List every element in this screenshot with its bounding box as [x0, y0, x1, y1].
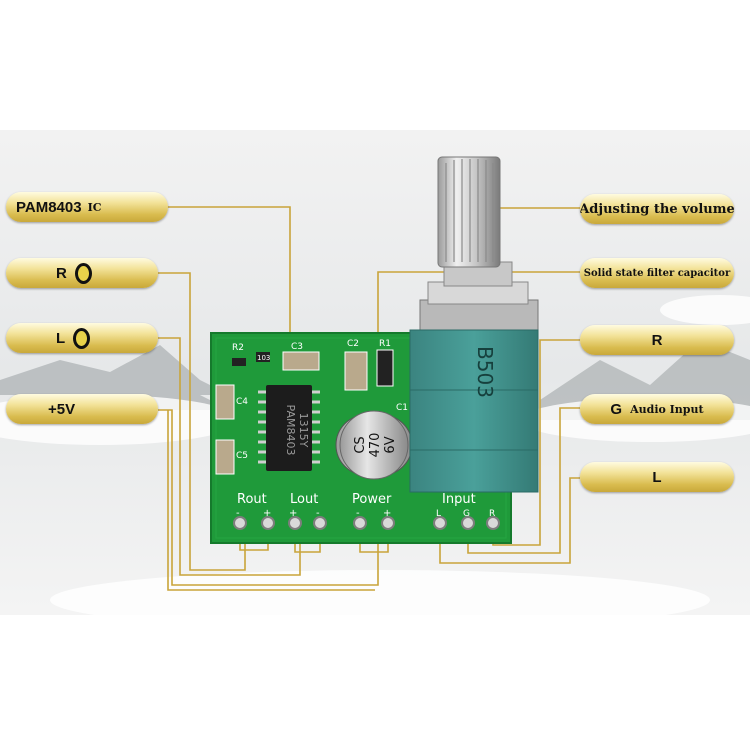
pad-rout-minus: [233, 516, 247, 530]
electrolytic-capacitor: CS 470 6V: [335, 410, 413, 480]
silk-lout: Lout: [290, 492, 318, 507]
silk-r1: R1: [379, 339, 391, 349]
label-left-output: L: [6, 323, 158, 353]
label-left-output-text: L: [56, 329, 66, 347]
silk-input: Input: [442, 492, 476, 507]
potentiometer: B503: [409, 156, 539, 493]
silk-plus-3: +: [383, 508, 391, 519]
pad-input-r: [486, 516, 500, 530]
label-pam8403-main: PAM8403: [16, 198, 82, 216]
capacitor-c2: [344, 351, 368, 391]
label-input-g-sub: Audio Input: [630, 402, 704, 416]
silk-minus-3: -: [356, 508, 360, 519]
silk-pin-l: L: [436, 509, 441, 519]
label-input-g: G Audio Input: [580, 394, 734, 424]
chip-marking-2: 1315Y: [297, 413, 310, 448]
resistor-r2: [232, 358, 246, 366]
label-right-output-text: R: [56, 264, 67, 282]
smd-components: [215, 349, 394, 475]
label-input-g-main: G: [610, 400, 623, 418]
silk-rout: Rout: [237, 492, 267, 507]
label-right-output: R: [6, 258, 158, 288]
label-filter-capacitor-text: Solid state filter capacitor: [583, 267, 731, 279]
label-input-r: R: [580, 325, 734, 355]
capacitor-c5: [215, 439, 235, 475]
cap-marking-2: 470: [368, 433, 383, 458]
silk-c3: C3: [291, 342, 303, 352]
pad-input-l: [433, 516, 447, 530]
solder-pads: [233, 516, 500, 530]
silk-pin-g: G: [463, 509, 470, 519]
silk-c2: C2: [347, 339, 359, 349]
silk-c4: C4: [236, 397, 248, 407]
jack-icon: [73, 327, 91, 349]
pad-lout-minus: [313, 516, 327, 530]
silk-minus-1: -: [236, 508, 240, 519]
pad-input-g: [461, 516, 475, 530]
label-pam8403-sub: IC: [87, 200, 102, 214]
silk-r2: R2: [232, 343, 244, 353]
silk-c5: C5: [236, 451, 248, 461]
volume-knob: [437, 156, 501, 268]
silk-minus-2: -: [316, 508, 320, 519]
label-pam8403-ic: PAM8403 IC: [6, 192, 168, 222]
silk-plus-1: +: [263, 508, 271, 519]
label-input-l-text: L: [652, 468, 662, 486]
resistor-r1: [376, 349, 394, 387]
silkscreen: R2 C3 C2 R1 C4 C5 C1 103 Rout Lout Power…: [232, 339, 495, 519]
pad-power-plus: [381, 516, 395, 530]
silk-pin-r: R: [489, 509, 495, 519]
pad-power-minus: [353, 516, 367, 530]
label-filter-capacitor: Solid state filter capacitor: [580, 258, 734, 288]
resistor-103: [256, 352, 270, 362]
pad-rout-plus: [261, 516, 275, 530]
cap-marking-3: 6V: [383, 436, 398, 453]
label-adjusting-volume-text: Adjusting the volume: [580, 201, 734, 217]
silk-power: Power: [352, 492, 392, 507]
silk-103: 103: [257, 354, 270, 362]
ic-chip: PAM8403 1315Y: [258, 385, 320, 471]
label-input-l: L: [580, 462, 734, 492]
jack-icon: [74, 262, 92, 284]
chip-marking-1: PAM8403: [284, 405, 297, 456]
label-power-5v: +5V: [6, 394, 158, 424]
capacitor-c3: [282, 351, 320, 371]
cap-marking-1: CS: [353, 436, 368, 453]
label-input-r-text: R: [651, 331, 663, 349]
silk-plus-2: +: [289, 508, 297, 519]
pot-marking: B503: [473, 346, 497, 398]
label-power-text: +5V: [48, 400, 76, 418]
silk-c1: C1: [396, 403, 408, 413]
label-adjusting-volume: Adjusting the volume: [580, 194, 734, 224]
capacitor-c4: [215, 384, 235, 420]
pad-lout-plus: [288, 516, 302, 530]
